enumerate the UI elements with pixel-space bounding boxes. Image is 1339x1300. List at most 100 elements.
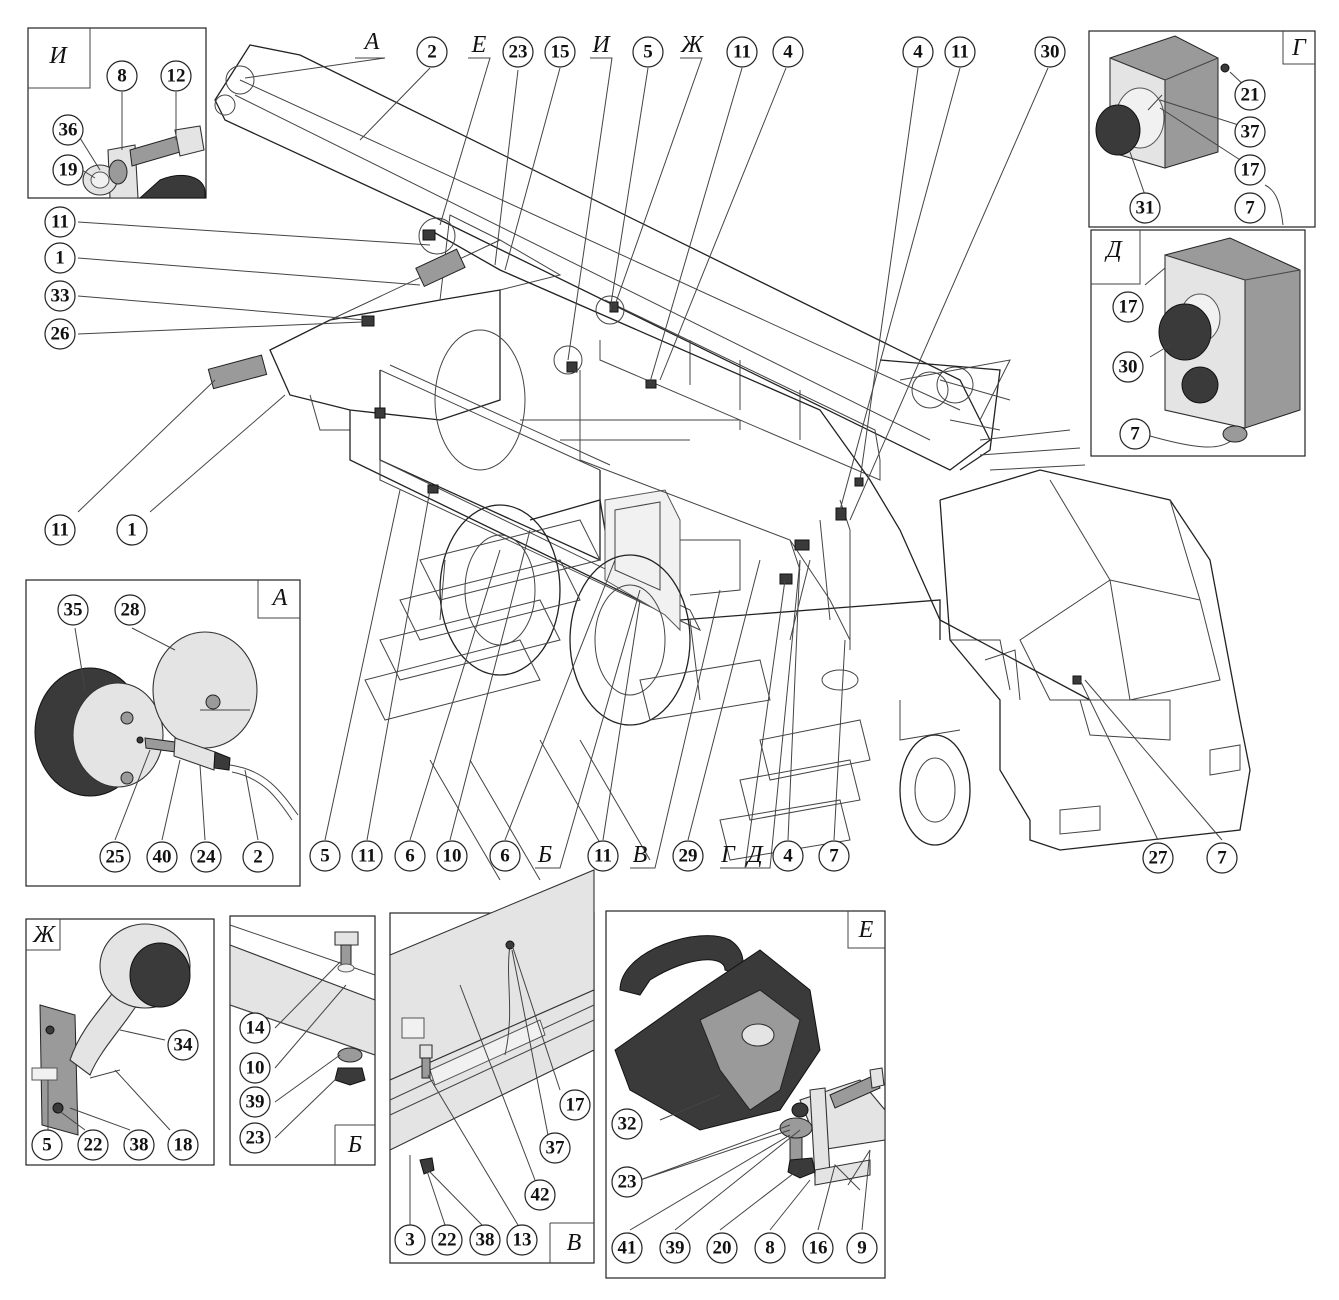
detail-i: И 8 12 36 19 (27, 27, 207, 199)
svg-text:41: 41 (618, 1238, 637, 1259)
callout: 33 (44, 280, 76, 312)
callout: 4 (772, 840, 804, 872)
detail-e-title: Е (858, 917, 874, 943)
callout: 2 (416, 36, 448, 68)
detail-e: Е 32 23 41 39 20 8 16 9 (605, 910, 886, 1279)
svg-text:25: 25 (106, 847, 125, 868)
detail-v: В 17 37 42 3 22 38 13 (389, 869, 595, 1264)
callout: 42 (524, 1179, 556, 1211)
svg-text:16: 16 (809, 1238, 828, 1259)
svg-text:4: 4 (913, 42, 923, 63)
svg-text:23: 23 (509, 42, 528, 63)
svg-text:31: 31 (1136, 198, 1155, 219)
callout: 7 (1206, 842, 1238, 874)
svg-text:19: 19 (59, 160, 78, 181)
view-marker-a: А (363, 29, 380, 55)
callout: 34 (167, 1029, 199, 1061)
detail-d-title: Д (1104, 237, 1123, 263)
callout: 23 (239, 1122, 271, 1154)
svg-text:39: 39 (666, 1238, 685, 1259)
view-marker-zh: Ж (680, 32, 704, 58)
svg-text:5: 5 (320, 846, 330, 867)
callout: 39 (239, 1086, 271, 1118)
callout: 10 (239, 1052, 271, 1084)
svg-text:3: 3 (405, 1230, 415, 1251)
svg-text:33: 33 (51, 286, 70, 307)
svg-text:37: 37 (546, 1138, 566, 1159)
callout: 35 (57, 594, 89, 626)
callout: 40 (146, 841, 178, 873)
svg-text:12: 12 (167, 66, 186, 87)
svg-text:13: 13 (513, 1230, 532, 1251)
callout: 4 (772, 36, 804, 68)
svg-text:38: 38 (130, 1135, 149, 1156)
callout: 5 (632, 36, 664, 68)
svg-text:17: 17 (566, 1095, 586, 1116)
callout: 21 (1234, 79, 1266, 111)
svg-text:4: 4 (783, 42, 793, 63)
detail-g-title: Г (1291, 35, 1307, 61)
callout: 37 (539, 1132, 571, 1164)
svg-text:5: 5 (42, 1135, 52, 1156)
callout: 25 (99, 841, 131, 873)
svg-text:35: 35 (64, 600, 83, 621)
view-marker-e: Е (471, 32, 487, 58)
svg-text:10: 10 (443, 846, 462, 867)
detail-v-title: В (567, 1230, 582, 1256)
callout: 11 (44, 206, 76, 238)
svg-text:29: 29 (679, 846, 698, 867)
callout: 8 (754, 1232, 786, 1264)
callout: 9 (846, 1232, 878, 1264)
callout: 8 (106, 60, 138, 92)
main-top-callouts: 2 23 15 5 11 4 4 11 30 (416, 36, 1066, 68)
callout: 28 (114, 594, 146, 626)
callout: 19 (52, 154, 84, 186)
callout: 39 (659, 1232, 691, 1264)
callout: 6 (394, 840, 426, 872)
callout: 23 (502, 36, 534, 68)
callout: 23 (611, 1166, 643, 1198)
callout: 13 (506, 1224, 538, 1256)
svg-text:1: 1 (55, 248, 65, 269)
callout: 4 (902, 36, 934, 68)
callout: 3 (394, 1224, 426, 1256)
svg-text:5: 5 (643, 42, 653, 63)
svg-text:11: 11 (358, 846, 376, 867)
callout: 36 (52, 114, 84, 146)
svg-text:32: 32 (618, 1114, 637, 1135)
callout: 26 (44, 318, 76, 350)
svg-text:30: 30 (1041, 42, 1060, 63)
svg-text:28: 28 (121, 600, 140, 621)
detail-b-title: Б (347, 1132, 362, 1158)
detail-zh-title: Ж (32, 922, 56, 948)
callout: 16 (802, 1232, 834, 1264)
view-markers: А Е И Ж Б В Г Д (363, 29, 765, 868)
detail-a: А 35 28 25 40 24 2 (25, 579, 301, 887)
svg-text:23: 23 (618, 1172, 637, 1193)
callout: 32 (611, 1108, 643, 1140)
main-bottom-callouts: 5 11 6 10 6 11 29 4 7 27 7 (309, 840, 1238, 874)
svg-text:42: 42 (531, 1185, 550, 1206)
callout: 11 (587, 840, 619, 872)
svg-text:23: 23 (246, 1128, 265, 1149)
svg-text:10: 10 (246, 1058, 265, 1079)
svg-text:11: 11 (51, 212, 69, 233)
svg-text:39: 39 (246, 1092, 265, 1113)
callout: 20 (706, 1232, 738, 1264)
svg-text:11: 11 (733, 42, 751, 63)
callout: 1 (116, 514, 148, 546)
svg-text:7: 7 (1245, 198, 1255, 219)
callout: 11 (726, 36, 758, 68)
callout: 7 (818, 840, 850, 872)
svg-text:15: 15 (551, 42, 570, 63)
detail-g: Г 21 37 17 31 7 (1088, 30, 1316, 228)
svg-text:14: 14 (246, 1018, 266, 1039)
detail-b: Б 14 10 39 23 (229, 915, 376, 1166)
svg-text:22: 22 (438, 1230, 457, 1251)
svg-text:17: 17 (1119, 297, 1139, 318)
callout: 38 (469, 1224, 501, 1256)
svg-text:9: 9 (857, 1238, 867, 1259)
svg-text:17: 17 (1241, 160, 1261, 181)
view-marker-d: Д (745, 842, 764, 868)
svg-text:11: 11 (51, 520, 69, 541)
